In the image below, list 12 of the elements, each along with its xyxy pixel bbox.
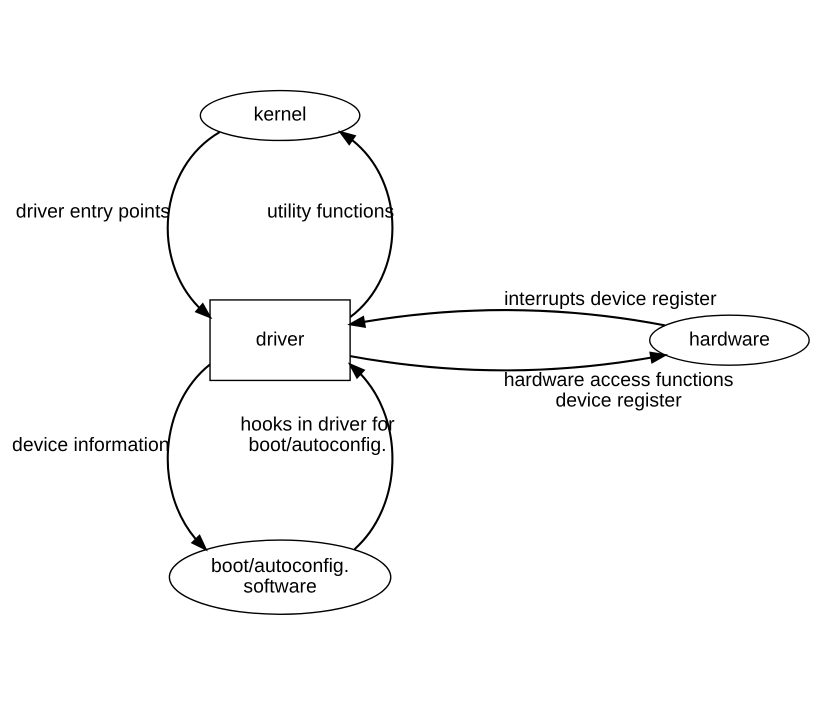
arrow bbox=[350, 350, 668, 371]
edge-label: interrupts device register bbox=[504, 287, 717, 310]
edge-label: hardware access functions device register bbox=[504, 368, 734, 412]
arrow bbox=[166, 130, 220, 319]
arrow bbox=[348, 362, 394, 550]
edge-label: device information bbox=[12, 433, 170, 456]
arrow bbox=[338, 130, 394, 318]
arrow bbox=[166, 363, 211, 551]
arrow bbox=[347, 308, 666, 328]
node-box: driver bbox=[209, 298, 351, 381]
node-ellipse: boot/autoconfig. software bbox=[168, 538, 392, 614]
node-ellipse: kernel bbox=[200, 89, 361, 141]
